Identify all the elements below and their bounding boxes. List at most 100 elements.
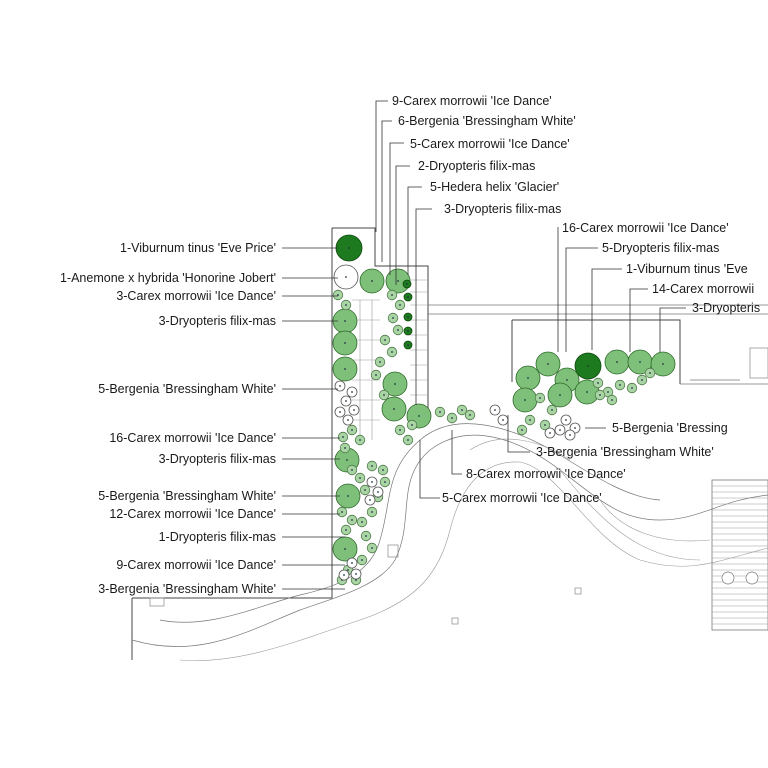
- carex-symbol-center: [364, 489, 366, 491]
- bergenia-symbol-center: [494, 409, 496, 411]
- carex-symbol-center: [347, 569, 349, 571]
- hedera-symbol-center: [407, 316, 409, 318]
- carex-symbol-center: [439, 411, 441, 413]
- fern-symbol-center: [616, 361, 618, 363]
- label-left-5: 5-Bergenia 'Bressingham White': [98, 382, 276, 396]
- label-lower-1: 5-Bergenia 'Bressing: [612, 421, 728, 435]
- paving-grid: [352, 299, 380, 440]
- label-left-7: 3-Dryopteris filix-mas: [159, 452, 276, 466]
- fern-symbol-center: [394, 383, 396, 385]
- bergenia-symbol-center: [565, 419, 567, 421]
- label-top-3: 5-Carex morrowii 'Ice Dance': [410, 137, 570, 151]
- label-left-9: 12-Carex morrowii 'Ice Dance': [109, 507, 276, 521]
- fern-symbol-center: [586, 391, 588, 393]
- path-edge-lower: [179, 461, 768, 661]
- carex-symbol-center: [337, 294, 339, 296]
- path-edge-outer: [131, 434, 768, 647]
- top-labels: 9-Carex morrowii 'Ice Dance' 6-Bergenia …: [392, 94, 576, 216]
- right-bed-edge: [680, 379, 768, 385]
- carex-symbol-center: [392, 317, 394, 319]
- fern-symbol-center: [344, 548, 346, 550]
- fern-symbol-center: [418, 415, 420, 417]
- label-left-11: 9-Carex morrowii 'Ice Dance': [116, 558, 276, 572]
- fern-symbol-center: [346, 459, 348, 461]
- path-arc-2: [599, 499, 711, 542]
- label-left-12: 3-Bergenia 'Bressingham White': [98, 582, 276, 596]
- hedera-symbol-center: [407, 296, 409, 298]
- carex-symbol-center: [359, 477, 361, 479]
- label-left-4: 3-Dryopteris filix-mas: [159, 314, 276, 328]
- fern-symbol-center: [662, 363, 664, 365]
- bergenia-symbol-center: [549, 432, 551, 434]
- carex-symbol-center: [351, 519, 353, 521]
- label-right-3: 1-Viburnum tinus 'Eve: [626, 262, 748, 276]
- carex-symbol-center: [344, 447, 346, 449]
- hedera-symbol-center: [407, 344, 409, 346]
- viburnum-symbol-center: [587, 365, 589, 367]
- carex-symbol-center: [361, 521, 363, 523]
- carex-symbol-center: [599, 394, 601, 396]
- bergenia-symbol-center: [345, 400, 347, 402]
- bergenia-symbol-center: [351, 562, 353, 564]
- carex-symbol-center: [341, 511, 343, 513]
- carex-symbol-center: [391, 351, 393, 353]
- plant-symbols: [332, 234, 676, 586]
- bergenia-symbol-center: [355, 573, 357, 575]
- bergenia-symbol-center: [369, 499, 371, 501]
- carex-symbol-center: [399, 304, 401, 306]
- bergenia-symbol-center: [377, 491, 379, 493]
- carex-symbol-center: [539, 397, 541, 399]
- hedera-symbol-center: [407, 330, 409, 332]
- carex-symbol-center: [345, 304, 347, 306]
- stone: [387, 544, 399, 558]
- carex-symbol-center: [391, 294, 393, 296]
- carex-symbol-center: [607, 391, 609, 393]
- right-labels: 16-Carex morrowii 'Ice Dance' 5-Dryopter…: [562, 221, 760, 315]
- left-bed-outline: [282, 227, 429, 599]
- label-left-2: 1-Anemone x hybrida 'Honorine Jobert': [60, 271, 276, 285]
- carex-symbol-center: [351, 429, 353, 431]
- carex-symbol-center: [382, 469, 384, 471]
- carex-symbol-center: [641, 379, 643, 381]
- label-left-1: 1-Viburnum tinus 'Eve Price': [120, 241, 276, 255]
- fence-line: [428, 304, 768, 315]
- carex-symbol-center: [351, 469, 353, 471]
- bergenia-symbol-center: [353, 409, 355, 411]
- label-lower-3: 8-Carex morrowii 'Ice Dance': [466, 467, 626, 481]
- fern-symbol-center: [547, 363, 549, 365]
- bergenia-symbol-center: [502, 419, 504, 421]
- carex-symbol-center: [361, 559, 363, 561]
- stone: [149, 597, 165, 607]
- carex-symbol-center: [469, 414, 471, 416]
- bergenia-symbol-center: [574, 427, 576, 429]
- label-left-8: 5-Bergenia 'Bressingham White': [98, 489, 276, 503]
- label-right-4: 14-Carex morrowii: [652, 282, 754, 296]
- label-lower-4: 5-Carex morrowii 'Ice Dance': [442, 491, 602, 505]
- fern-symbol-center: [344, 342, 346, 344]
- hedera-symbol-center: [406, 283, 408, 285]
- fern-symbol-center: [344, 320, 346, 322]
- bergenia-symbol-center: [339, 385, 341, 387]
- path-arc-1: [559, 469, 701, 561]
- bergenia-symbol-center: [351, 391, 353, 393]
- site-base-lines: [131, 227, 768, 661]
- leader-lines: [282, 100, 686, 590]
- label-left-3: 3-Carex morrowii 'Ice Dance': [116, 289, 276, 303]
- fern-symbol-center: [347, 495, 349, 497]
- fern-symbol-center: [371, 280, 373, 282]
- bergenia-symbol-center: [569, 434, 571, 436]
- carex-symbol-center: [551, 409, 553, 411]
- carex-symbol-center: [383, 394, 385, 396]
- bergenia-symbol-center: [559, 429, 561, 431]
- carex-symbol-center: [619, 384, 621, 386]
- path-arc-3: [469, 438, 571, 461]
- carex-symbol-center: [529, 419, 531, 421]
- stone: [451, 617, 459, 625]
- carex-symbol-center: [355, 579, 357, 581]
- stone: [574, 587, 582, 595]
- fern-symbol-center: [559, 394, 561, 396]
- lower-labels: 5-Bergenia 'Bressing 3-Bergenia 'Bressin…: [442, 421, 728, 505]
- left-labels: 1-Viburnum tinus 'Eve Price' 1-Anemone x…: [60, 241, 276, 596]
- label-left-10: 1-Dryopteris filix-mas: [159, 530, 276, 544]
